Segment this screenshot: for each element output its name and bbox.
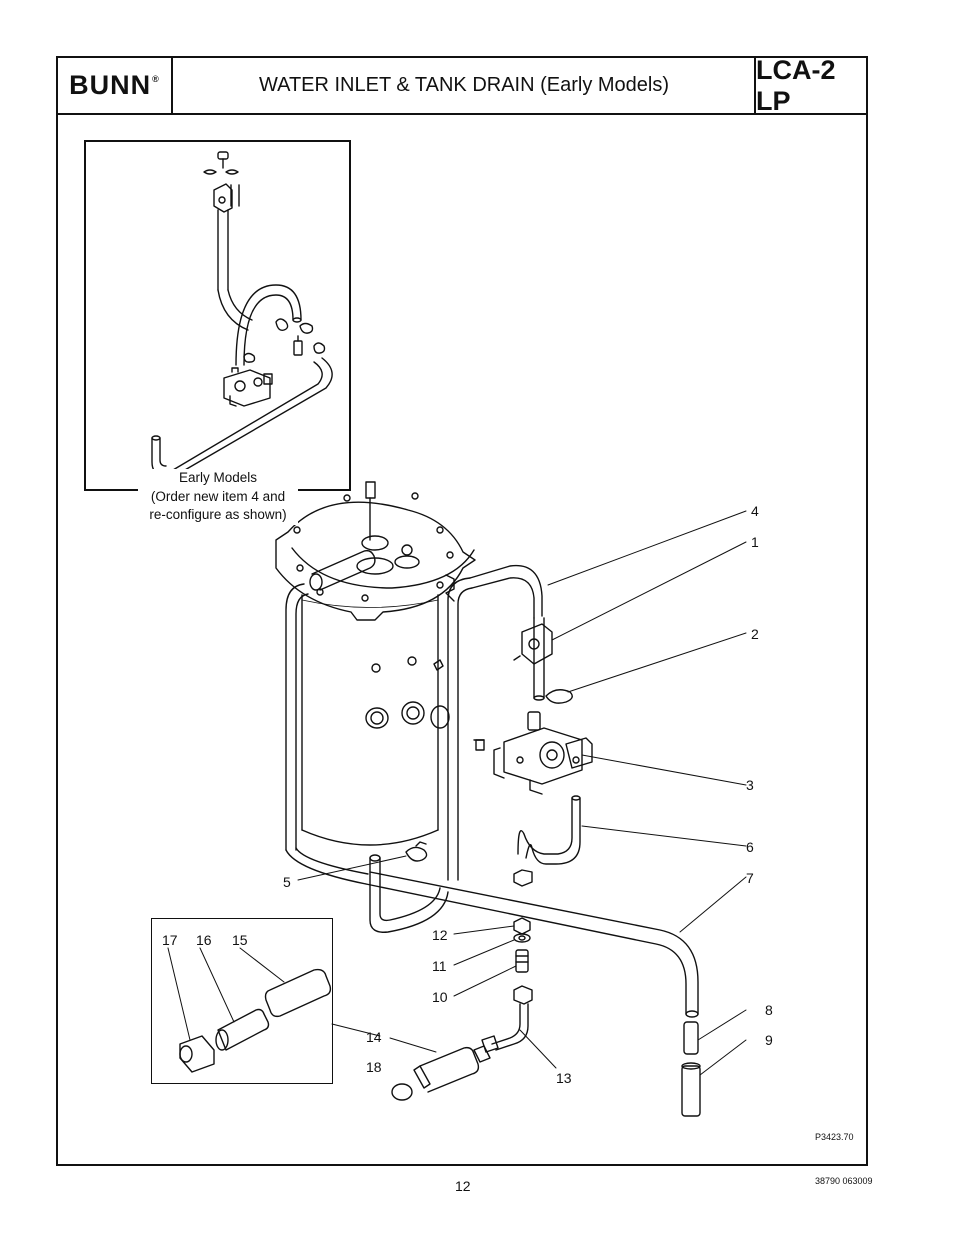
brand-name: BUNN [69,70,152,100]
inset-note-line-1: Early Models [178,470,258,485]
callout-4: 4 [751,503,759,519]
page-title: WATER INLET & TANK DRAIN (Early Models) [258,74,670,96]
page-number: 12 [455,1178,471,1194]
clamp-item-2 [545,689,573,704]
model-number: LCA-2 LP [754,55,866,116]
strainer-item-14 [413,1045,491,1093]
strainer-detail-inset [151,918,333,1084]
inset-note: Early Models (Order new item 4 and re-co… [138,469,298,525]
tank-drawing [275,481,485,862]
tube-item-6 [513,795,581,887]
inset-note-line-2: (Order new item 4 and [150,488,286,504]
bracket-item-1 [513,623,553,665]
detail-items-15-17 [179,968,332,1073]
callout-6: 6 [746,839,754,855]
valve-item-3 [493,711,593,795]
callout-17: 17 [162,932,178,948]
brand-logo: BUNN® [58,58,173,113]
inset-assembly-drawing [151,151,333,475]
document-code: 38790 063009 [815,1176,873,1186]
callout-5: 5 [283,874,291,890]
callout-11: 11 [432,958,447,974]
title-block: BUNN® WATER INLET & TANK DRAIN (Early Mo… [58,55,866,116]
callout-1: 1 [751,534,759,550]
callout-16: 16 [196,932,212,948]
inset-note-line-3: re-configure as shown) [149,507,287,522]
callout-7: 7 [746,870,754,886]
callout-15: 15 [232,932,248,948]
cap-item-18 [391,1083,413,1101]
callout-8: 8 [765,1002,773,1018]
page-frame: BUNN® WATER INLET & TANK DRAIN (Early Mo… [56,55,868,1166]
callout-12: 12 [432,927,448,943]
hose-item-9 [681,1065,701,1117]
figure-code: P3423.70 [815,1132,854,1142]
elbow-item-13 [481,985,533,1053]
sleeve-item-8 [683,1021,699,1055]
tubing-drawing [285,564,699,1018]
callout-14: 14 [366,1029,382,1045]
callout-13: 13 [556,1070,572,1086]
callout-2: 2 [751,626,759,642]
registered-mark: ® [152,74,160,84]
leader-lines [167,510,747,1076]
fittings-items-10-12 [513,917,531,973]
callout-3: 3 [746,777,754,793]
callout-9: 9 [765,1032,773,1048]
callout-10: 10 [432,989,448,1005]
callout-18: 18 [366,1059,382,1075]
